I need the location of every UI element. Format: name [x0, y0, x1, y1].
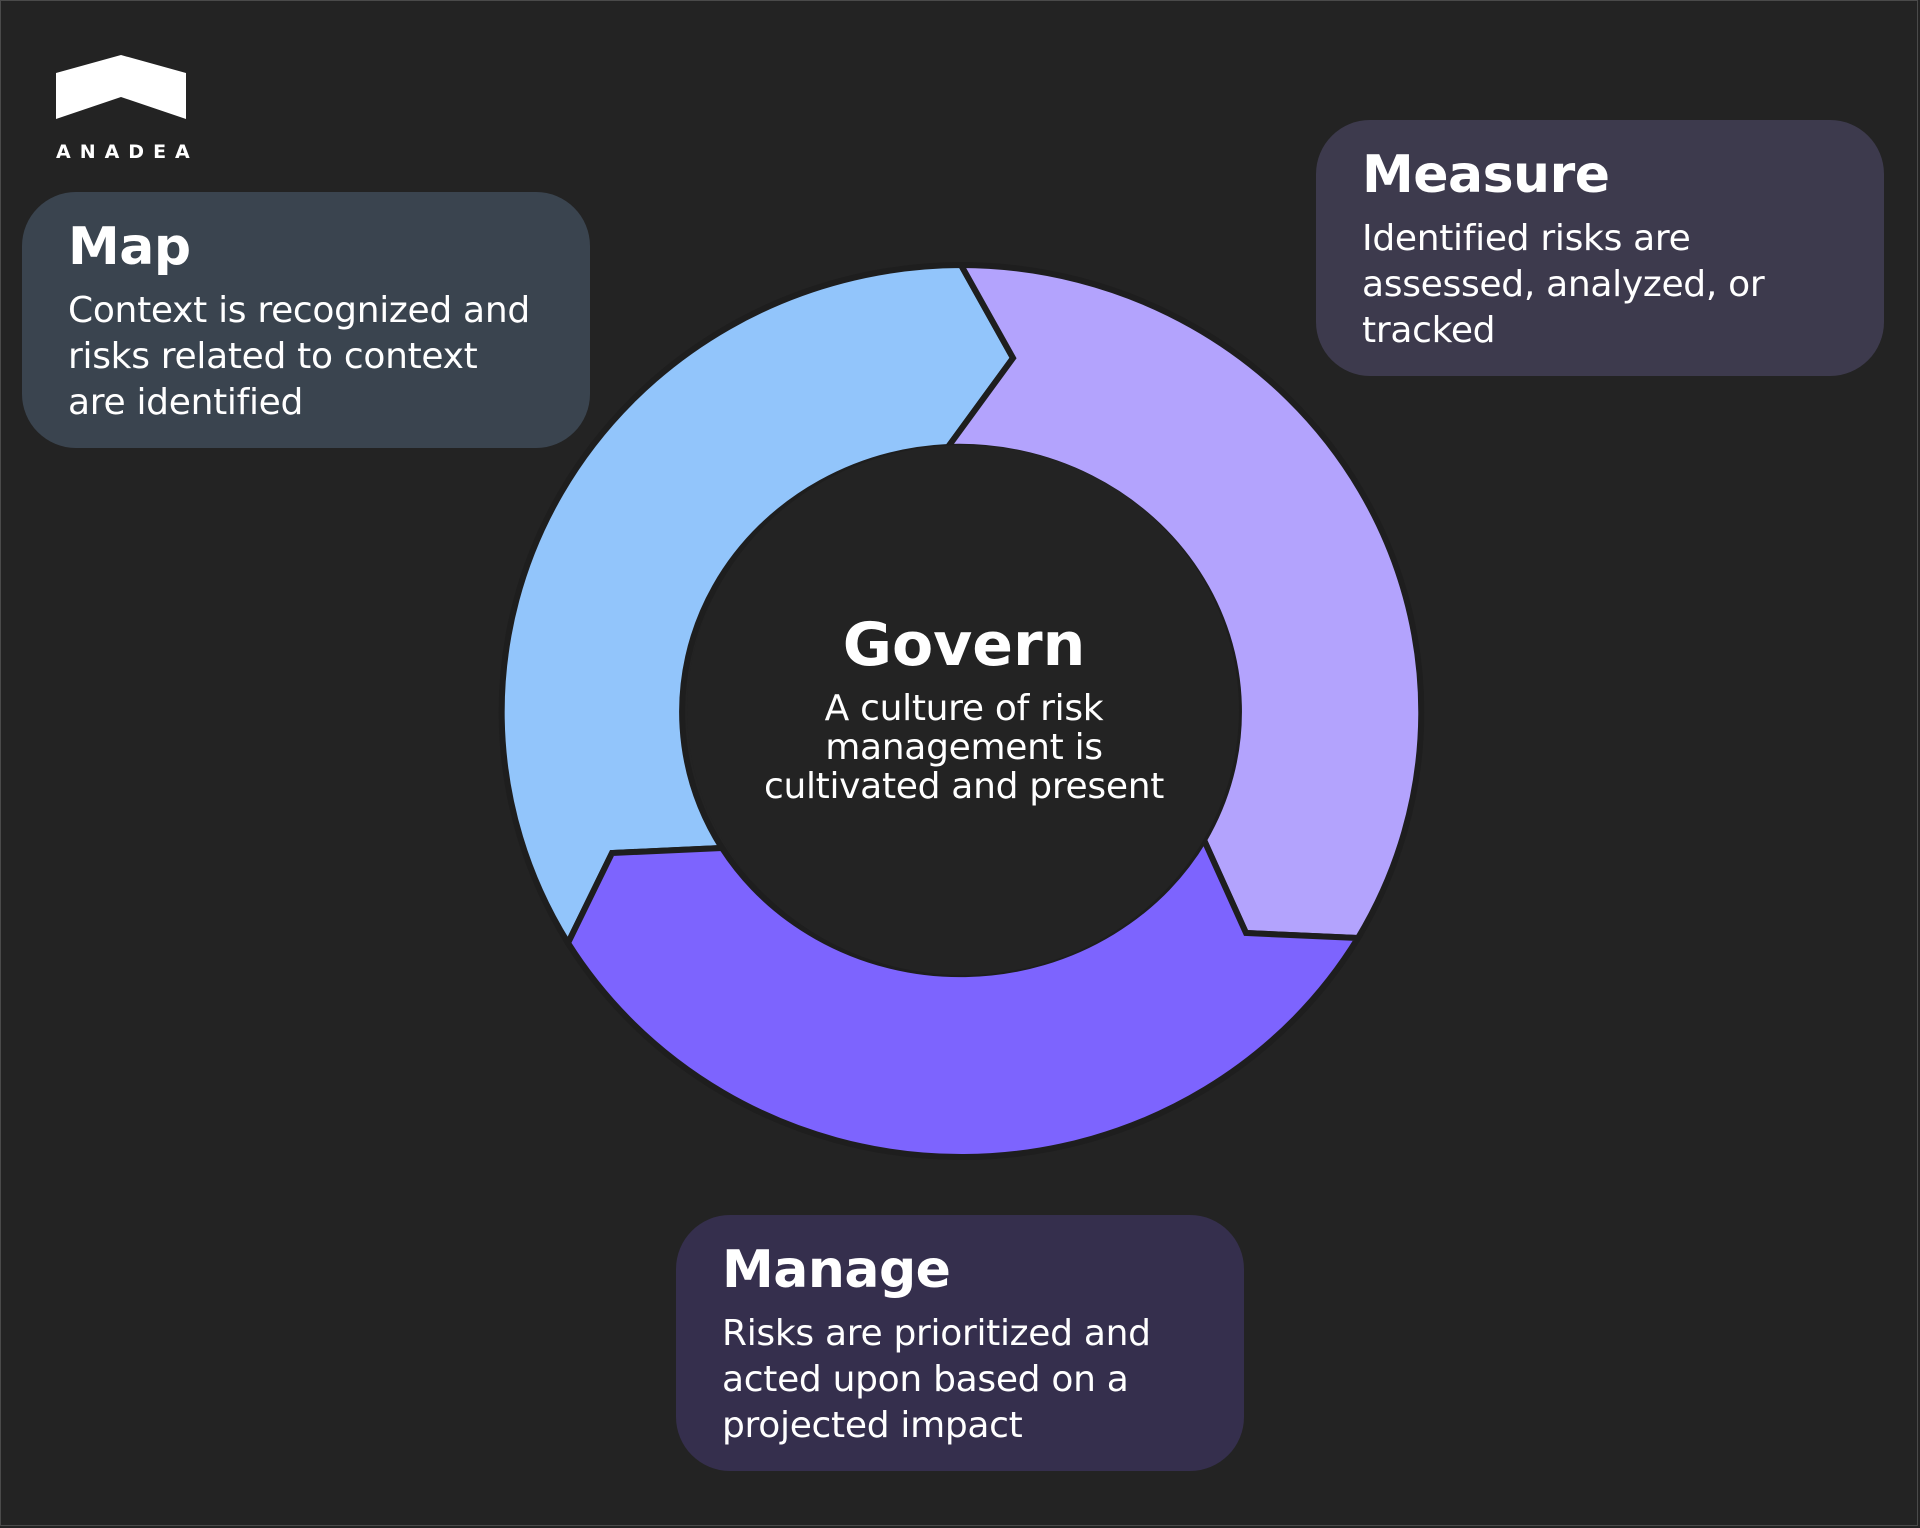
measure-description: Identified risks are assessed, analyzed,… [1362, 217, 1765, 351]
manage-title: Manage [722, 1240, 951, 1300]
house-roof-icon [56, 55, 186, 119]
manage-description: Risks are prioritized and acted upon bas… [722, 1312, 1151, 1446]
govern-description: A culture of risk management is cultivat… [763, 688, 1165, 807]
measure-card: Measure Identified risks are assessed, a… [1316, 120, 1884, 376]
map-card: Map Context is recognized and risks rela… [22, 192, 590, 448]
measure-title: Measure [1362, 145, 1610, 205]
map-title: Map [68, 217, 191, 277]
map-description: Context is recognized and risks related … [68, 289, 530, 423]
govern-core [687, 445, 1239, 975]
brand-name: ANADEA [56, 141, 199, 163]
manage-card: Manage Risks are prioritized and acted u… [676, 1215, 1244, 1471]
govern-center: Govern A culture of risk management is c… [736, 605, 1192, 806]
map-segment [498, 261, 1017, 950]
govern-title: Govern [842, 610, 1086, 680]
anadea-logo: ANADEA [56, 55, 196, 163]
